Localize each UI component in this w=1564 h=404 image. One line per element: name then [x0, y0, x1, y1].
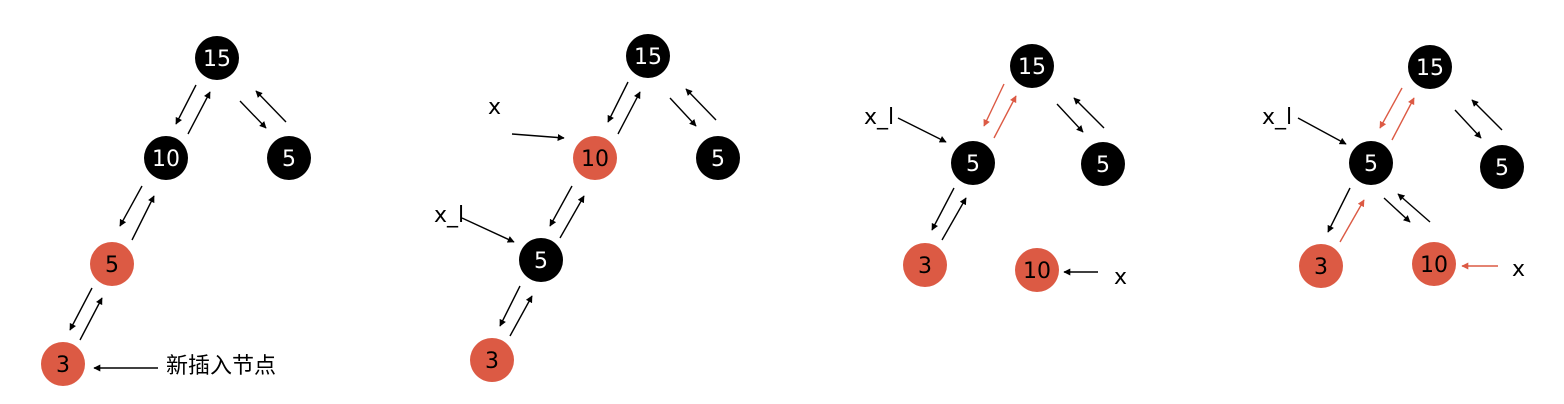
- p4-node-label-n15: 15: [1416, 56, 1444, 81]
- p2-arrow-a6: [549, 185, 573, 227]
- p1-label-t-new: 新插入节点: [166, 354, 276, 379]
- p4-arrow-a3: [1454, 109, 1482, 139]
- p3-node-circle-n15: [1010, 44, 1054, 88]
- p3-node-label-n15: 15: [1018, 55, 1046, 80]
- p2-arrow-a5: [511, 133, 565, 142]
- p4-arrow-a2: [1391, 97, 1415, 141]
- p2-arrow-a3: [669, 97, 697, 127]
- p2-label-t-xl: x_l: [434, 203, 464, 228]
- p4-node-label-n5: 5: [1364, 152, 1378, 177]
- p3-label-t-xl: x_l: [864, 105, 894, 130]
- p2-node-circle-n10: [573, 136, 617, 180]
- arrows-layer: [69, 81, 1503, 372]
- p3-node-label-n5r: 5: [1096, 153, 1110, 178]
- p2-arrow-a10: [509, 295, 533, 337]
- p3-arrow-a3: [1056, 103, 1084, 133]
- p2-node-label-n3: 3: [485, 349, 499, 374]
- p1-arrow-a8: [79, 297, 103, 341]
- p3-arrow-a2: [993, 95, 1017, 139]
- p1-node-circle-n3: [41, 342, 85, 386]
- p1-node-label-n5: 5: [105, 253, 119, 278]
- p1-node-circle-n5: [90, 242, 134, 286]
- p4-node-label-n3: 3: [1314, 255, 1328, 280]
- p1-arrow-a7: [69, 287, 93, 331]
- p2-arrow-a2: [617, 91, 641, 135]
- p1-node-label-n10: 10: [152, 147, 180, 172]
- p1-arrow-a6: [131, 195, 155, 241]
- p3-node-circle-n5: [951, 141, 995, 185]
- p3-arrow-a5: [897, 117, 947, 143]
- p4-node-circle-n5r: [1480, 145, 1524, 189]
- p4-node-label-n5r: 5: [1495, 156, 1509, 181]
- p4-arrow-a7: [1339, 199, 1365, 243]
- p4-arrow-a4: [1471, 99, 1503, 131]
- p1-node-circle-n5r: [267, 136, 311, 180]
- p2-arrow-a8: [461, 217, 515, 243]
- p4-arrow-a9: [1383, 197, 1411, 223]
- p1-arrow-a4: [255, 90, 287, 123]
- p3-node-label-n3: 3: [918, 254, 932, 279]
- p4-node-circle-n5: [1349, 141, 1393, 185]
- p3-node-circle-n10: [1015, 248, 1059, 292]
- p2-node-label-n5r: 5: [711, 147, 725, 172]
- p1-node-label-n15: 15: [203, 47, 231, 72]
- p3-node-label-n5: 5: [966, 152, 980, 177]
- p2-node-circle-n5: [519, 238, 563, 282]
- p4-node-label-n10: 10: [1420, 253, 1448, 278]
- p4-arrow-a5: [1297, 117, 1347, 145]
- p2-label-t-x: x: [488, 95, 501, 120]
- nodes-layer: 15 10 5 5 3 15 10 5 5 3 15 5 5 3 10 15 5 5 3 10: [41, 34, 1524, 386]
- p1-node-label-n5r: 5: [282, 147, 296, 172]
- p4-node-circle-n10: [1412, 242, 1456, 286]
- p4-arrow-a1: [1379, 87, 1403, 129]
- p3-arrow-a6: [931, 187, 955, 231]
- p2-arrow-a1: [607, 81, 629, 123]
- p3-arrow-a7: [941, 197, 967, 241]
- p4-node-circle-n15: [1408, 45, 1452, 89]
- p2-arrow-a7: [559, 195, 585, 239]
- p2-node-circle-n15: [626, 34, 670, 78]
- p3-label-t-x: x: [1114, 265, 1127, 290]
- p2-node-label-n15: 15: [634, 45, 662, 70]
- p4-label-t-x: x: [1512, 257, 1525, 282]
- p2-arrow-a9: [499, 285, 521, 327]
- p1-node-circle-n15: [195, 36, 239, 80]
- p2-node-circle-n5r: [696, 136, 740, 180]
- p2-arrow-a4: [685, 88, 717, 121]
- p2-node-circle-n3: [470, 338, 514, 382]
- p1-node-circle-n10: [144, 136, 188, 180]
- p4-arrow-a6: [1327, 187, 1351, 233]
- p1-node-label-n3: 3: [56, 353, 70, 378]
- p3-arrow-a4: [1073, 97, 1105, 129]
- p4-label-t-xl: x_l: [1262, 105, 1292, 130]
- p1-arrow-a5: [119, 185, 143, 227]
- p2-node-label-n10: 10: [581, 147, 609, 172]
- p1-arrow-a3: [239, 100, 267, 129]
- p1-arrow-a2: [187, 91, 211, 135]
- p3-node-label-n10: 10: [1023, 259, 1051, 284]
- p3-node-circle-n5r: [1081, 142, 1125, 186]
- p1-arrow-a1: [175, 84, 197, 125]
- p4-arrow-a10: [1397, 193, 1431, 223]
- p4-node-circle-n3: [1299, 244, 1343, 288]
- p3-node-circle-n3: [903, 243, 947, 287]
- p3-arrow-a1: [983, 83, 1005, 127]
- p2-node-label-n5: 5: [534, 249, 548, 274]
